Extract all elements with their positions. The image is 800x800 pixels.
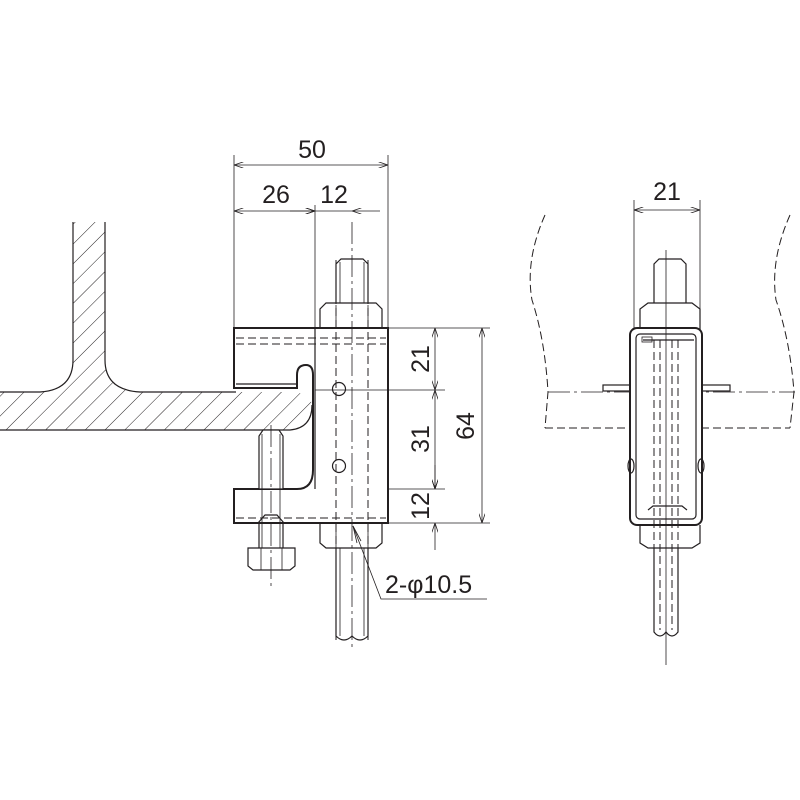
dim-top-height: 21: [407, 345, 435, 373]
bottom-nut-rod: [319, 523, 383, 641]
hole-lower: [331, 458, 347, 474]
horizontal-dimensions: [233, 155, 389, 328]
dim-offset-width: 26: [262, 181, 290, 209]
dim-overall-height: 64: [452, 412, 480, 440]
vertical-dimensions: [315, 327, 490, 550]
set-bolt: [247, 425, 296, 588]
hole-callout: 2-φ10.5: [385, 571, 472, 599]
hole-upper: [331, 381, 347, 397]
leader-arrow: [352, 525, 362, 544]
dim-side-width: 21: [653, 178, 681, 206]
side-view-clamp: [602, 200, 731, 665]
clamp-body: [233, 222, 389, 650]
dim-overall-width: 50: [298, 136, 326, 164]
dim-hole-spacing: 31: [407, 425, 435, 453]
top-nut-bolt: [319, 258, 383, 328]
beam-section: [0, 222, 313, 431]
dim-jaw-height: 12: [407, 492, 435, 520]
hole-callout-leader: [352, 525, 487, 600]
dim-hole-offset: 12: [320, 181, 348, 209]
